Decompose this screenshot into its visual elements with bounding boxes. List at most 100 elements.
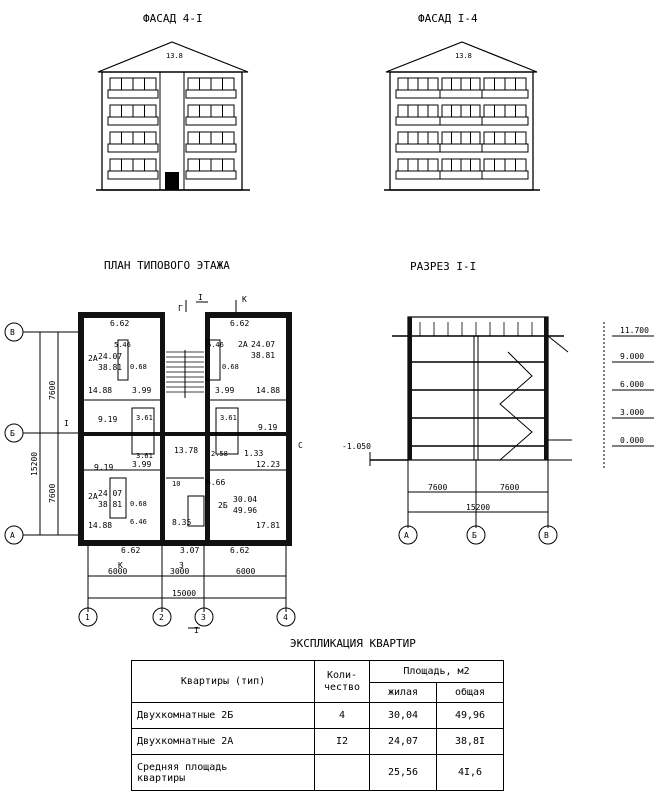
row-2-count: I2 <box>314 728 370 755</box>
axis-label-4: 4 <box>283 613 288 622</box>
room-ul-room: 14.88 <box>88 386 112 395</box>
facade-left-tag: 13.8 <box>166 52 183 60</box>
room-stair-hall: 13.78 <box>174 446 198 455</box>
row-avg-count <box>314 754 370 791</box>
level-6000: 6.000 <box>620 380 644 389</box>
room-ll-big: 14.88 <box>88 521 112 530</box>
plan-stair <box>166 350 204 398</box>
axis-bubble-4 <box>276 607 296 627</box>
facade-right-balcony <box>481 89 529 99</box>
room-lc-kitchen: 8.35 <box>172 518 191 527</box>
room-lc-small: 6.66 <box>206 478 225 487</box>
facade-left-balcony <box>107 116 159 126</box>
plan-wall-corridor <box>78 432 292 436</box>
facade-left-balcony <box>185 116 237 126</box>
facade-left-balcony <box>185 170 237 180</box>
row-avg-living: 25,56 <box>369 754 437 791</box>
dim-y-upper: 7600 <box>48 381 57 400</box>
explication-table: Квартиры (тип) Коли- чество Площадь, м2 … <box>131 660 504 791</box>
room-lc-n: 10 <box>172 480 180 488</box>
hdr-count-2: чество <box>323 681 361 693</box>
room-ul-type: 2А <box>88 354 98 363</box>
row-avg-type: Средняя площадь квартиры <box>131 754 315 791</box>
facade-right-balcony <box>439 143 483 153</box>
hdr-area: Площадь, м2 <box>369 660 504 683</box>
facade-left-balcony <box>107 143 159 153</box>
row-2-living: 24,07 <box>369 728 437 755</box>
plan-title: ПЛАН ТИПОВОГО ЭТАЖА <box>104 259 230 272</box>
mark-3: 3 <box>179 561 184 570</box>
hdr-type: Квартиры (тип) <box>131 660 315 703</box>
row-1-total: 49,96 <box>436 702 504 729</box>
section-wall-a <box>408 317 412 460</box>
facade-left: ФАСАД 4-I 13.8 <box>96 12 250 191</box>
room-lr-big: 17.81 <box>256 521 280 530</box>
room-ll-bath: 6.46 <box>130 518 147 526</box>
hdr-count: Коли- чество <box>314 660 370 703</box>
plan-bath-ll <box>109 477 127 519</box>
facade-right-balcony <box>481 116 529 126</box>
facade-right-balcony <box>439 116 483 126</box>
axis-label-2: 2 <box>159 613 164 622</box>
room-ul-area-c: 0.68 <box>130 363 147 371</box>
room-ul-bath: 5.46 <box>114 341 131 349</box>
plan-wall-stair-right <box>205 312 210 432</box>
hdr-total: общая <box>436 682 504 703</box>
row-avg-label-1: Средняя площадь <box>137 761 228 773</box>
plan-wall-left <box>78 312 84 546</box>
dim-x-total: 15000 <box>172 589 196 598</box>
facade-left-title: ФАСАД 4-I <box>143 12 203 25</box>
mark-k-top: К <box>242 295 247 304</box>
mark-section-left: I <box>64 419 69 428</box>
room-ll-room: 9.19 <box>94 463 113 472</box>
dim-y-total: 15200 <box>30 452 39 476</box>
sec-axis-bubble-a <box>398 525 418 545</box>
plan-bath-ul <box>117 339 129 381</box>
room-mid-right-wc: 3.61 <box>220 414 237 422</box>
dim-y-lower: 7600 <box>48 484 57 503</box>
room-lc-bath: 3.07 <box>180 546 199 555</box>
row-avg-total: 4I,6 <box>436 754 504 791</box>
plan-wall-bottom <box>78 540 292 546</box>
room-ul-hall: 3.99 <box>132 386 151 395</box>
sec-dim-left: 7600 <box>428 483 447 492</box>
dim-x-left: 6000 <box>108 567 127 576</box>
room-mid-left: 9.19 <box>98 415 117 424</box>
table-row: Средняя площадь квартиры 25,56 4I,6 <box>131 754 504 791</box>
facade-right-balcony <box>439 89 483 99</box>
section-ground-level: -1.050 <box>342 442 371 451</box>
sec-dim-total: 15200 <box>466 503 490 512</box>
facade-right-balcony <box>481 143 529 153</box>
row-2-total: 38,8I <box>436 728 504 755</box>
axis-bubble-2 <box>152 607 172 627</box>
room-ul-area-b: 38.81 <box>98 363 122 372</box>
row-1-living: 30,04 <box>369 702 437 729</box>
plan-wall-top-right <box>206 312 292 318</box>
plan-wc-left <box>131 407 155 455</box>
table-row: Двухкомнатные 2А I2 24,07 38,8I <box>131 728 504 755</box>
facade-right-balcony <box>395 116 441 126</box>
level-0000: 0.000 <box>620 436 644 445</box>
sec-axis-label-b: Б <box>472 531 477 540</box>
room-mid-right-wc3: 1.33 <box>244 449 263 458</box>
room-ul-area-a: 24.07 <box>98 352 122 361</box>
mark-k-bottom: К <box>118 561 123 570</box>
sec-axis-label-a: А <box>404 531 409 540</box>
facade-left-entrance <box>165 172 179 190</box>
mark-section-bottom: I <box>194 626 199 635</box>
floor-plan: ПЛАН ТИПОВОГО ЭТАЖА 6.62 5.46 2А 24.07 3… <box>4 259 303 635</box>
plan-bath-ur <box>205 339 221 381</box>
room-ur-area-b: 38.81 <box>251 351 275 360</box>
axis-label-1: 1 <box>85 613 90 622</box>
room-ur-bath: 6.46 <box>207 341 224 349</box>
level-3000: 3.000 <box>620 408 644 417</box>
facade-right-tag: 13.8 <box>455 52 472 60</box>
room-ur-area-c: 0.68 <box>222 363 239 371</box>
mark-g: Г <box>178 304 183 313</box>
axis-label-v: В <box>10 328 15 337</box>
axis-bubble-3 <box>194 607 214 627</box>
room-mid-right: 9.19 <box>258 423 277 432</box>
facade-right-balcony <box>395 143 441 153</box>
room-lr-kitchen: 6.62 <box>230 546 249 555</box>
plan-wc-right <box>215 407 239 455</box>
